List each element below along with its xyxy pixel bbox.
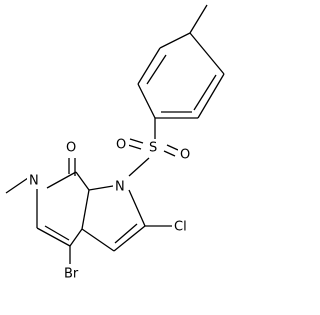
bond-sulfur-oxygen-left-a [129,138,144,144]
oxygen-carbonyl-label: O [66,141,76,156]
label-bg-sulfur [147,139,162,155]
bond-c5-c4-inner [44,225,70,241]
bond-aryl-6 [159,32,191,49]
bond-aryl-4 [137,83,156,119]
bond-aryl-inner-2 [146,54,167,85]
label-bg-nitrogen-ring [27,172,42,188]
bond-c2-c3-inner [114,223,138,244]
label-bg-oxygen-sulfonyl-right [178,146,193,162]
pyridinone-ring [36,171,90,247]
oxygen-sulfonyl-left-label: O [116,138,126,153]
nitrogen-sulfonyl-label: N [115,180,125,195]
label-bg-oxygen-sulfonyl-left [114,136,129,152]
nitrogen-ring-label: N [29,174,39,189]
bond-aryl-1 [189,32,225,75]
bond-sulfur-oxygen-right-a [166,144,179,151]
bond-n1-c2 [128,189,146,227]
bond-aryl-2 [197,73,225,119]
oxygen-sulfonyl-right-label: O [180,148,190,163]
sulfur-label: S [149,141,157,156]
bond-c3a-c7a [81,189,90,230]
bond-aryl-inner-1 [193,74,217,111]
bond-c5-c4 [36,227,71,247]
label-bg-oxygen-carbonyl [64,139,79,155]
pyrrole-ring [81,184,146,252]
bond-methyl-aryl [189,4,208,34]
molecule-drawing: O N N O S O Cl Br [5,4,225,282]
bond-c4-c3a [69,228,83,247]
chlorine-label: Cl [174,220,187,235]
label-bg-bromine [62,265,85,281]
bond-sulfur-oxygen-right-b [163,150,176,157]
label-bg-nitrogen-sulfonyl [113,178,128,194]
bond-sulfur-nitrogen [128,157,150,177]
bond-aryl-5 [137,47,161,85]
bond-c2-c3 [113,225,146,252]
bond-n6-methyl [5,177,29,194]
label-bg-chlorine [172,218,195,234]
toluene-ring [137,32,225,119]
bond-c7a-c7 [75,171,90,191]
bond-c3-c3a [81,228,115,252]
chemical-structure-diagram: O N N O S O Cl Br [5,4,225,282]
bond-sulfur-oxygen-left-b [127,144,142,150]
bromine-label: Br [64,267,79,282]
atom-labels: O N N O S O Cl Br [27,136,195,282]
bond-c7-n6 [46,171,77,189]
